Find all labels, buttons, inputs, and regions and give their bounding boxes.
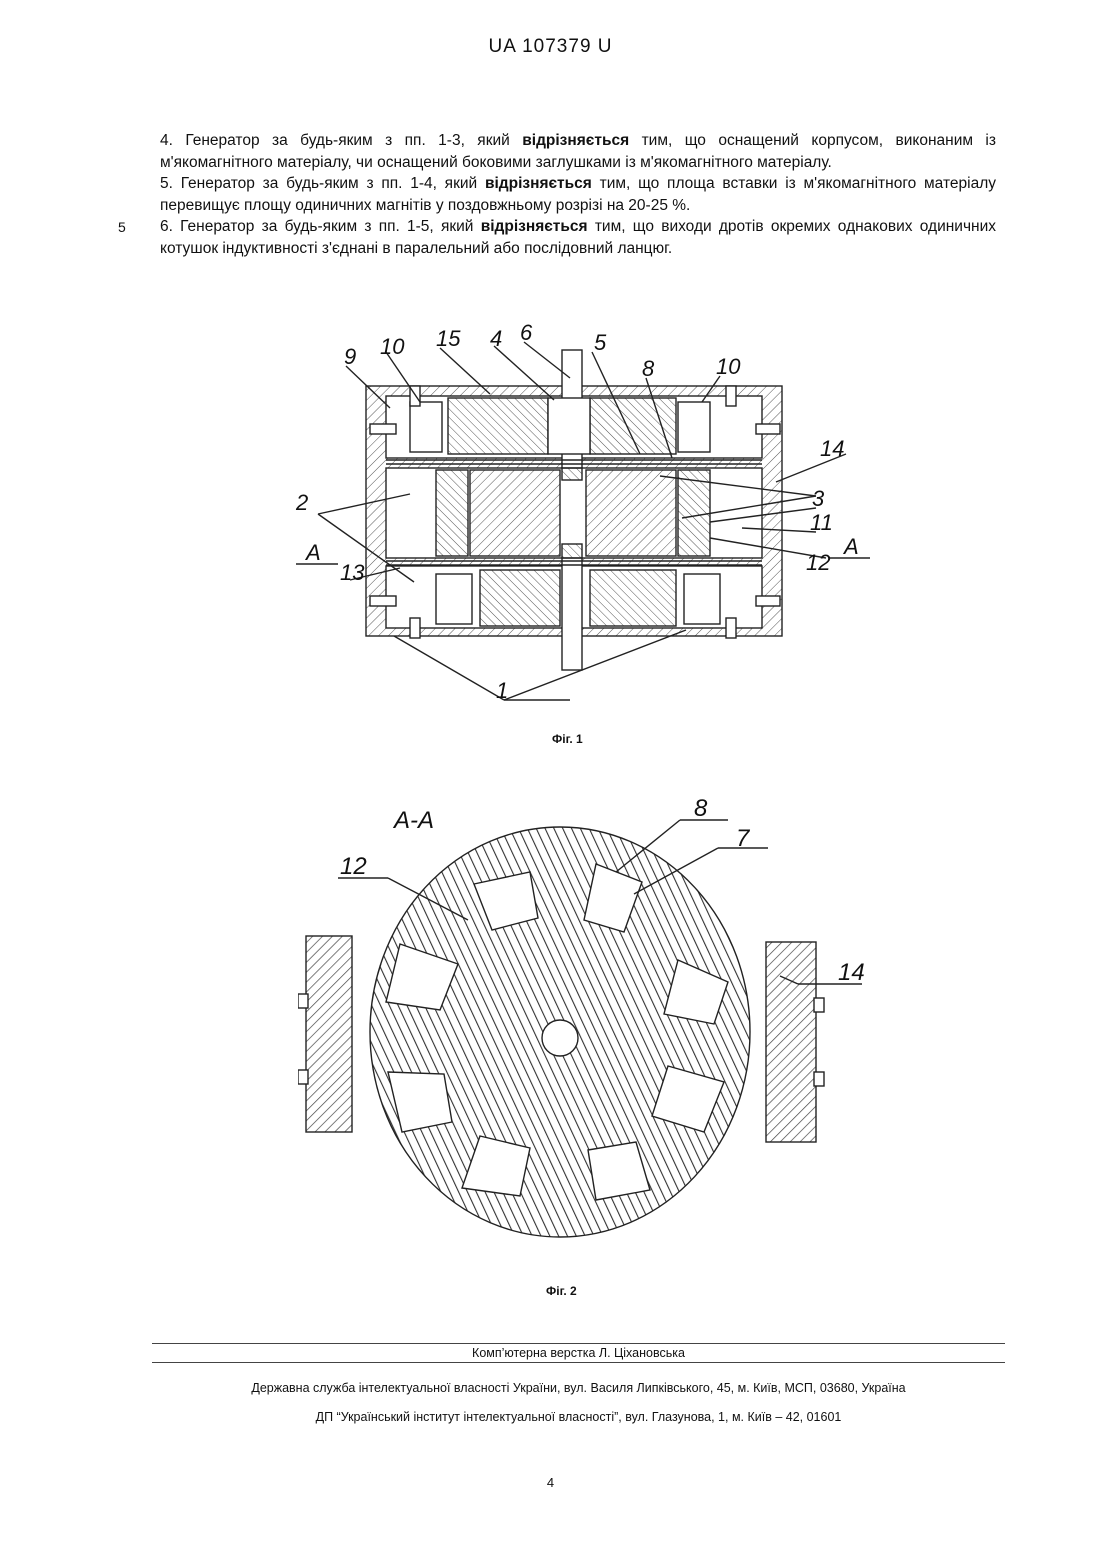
fig1-label-13: 13 [340, 560, 365, 585]
fig1-label-12: 12 [806, 550, 830, 575]
fig1-label-1: 1 [496, 678, 508, 703]
fig1-label-14: 14 [820, 436, 844, 461]
claim-5: 5. Генератор за будь-яким з пп. 1-4, яки… [160, 173, 996, 216]
claim-6: 6. Генератор за будь-яким з пп. 1-5, яки… [160, 216, 996, 259]
fig1-label-a-left: A [304, 540, 321, 565]
fig1-label-10-left: 10 [380, 334, 405, 359]
fig1-label-11: 11 [810, 510, 833, 535]
fig1-label-9: 9 [344, 344, 356, 369]
footer-institute: ДП “Український інститут інтелектуальної… [152, 1410, 1005, 1424]
fig1-label-4: 4 [490, 326, 502, 351]
patent-number-header: UA 107379 U [0, 36, 1101, 58]
fig2-label-7: 7 [736, 825, 751, 852]
line-number: 5 [118, 219, 126, 235]
fig1-label-a-right: A [842, 534, 859, 559]
footer-agency: Державна служба інтелектуальної власност… [152, 1381, 1005, 1395]
fig1-label-6: 6 [520, 320, 533, 345]
footer-layout-credit: Комп’ютерна верстка Л. Ціхановська [152, 1346, 1005, 1360]
fig2-label-14: 14 [838, 959, 865, 986]
footer-rule-top [152, 1343, 1005, 1344]
figure-1-drawing: 9 10 15 4 6 5 8 10 14 2 3 11 12 A A 13 1 [290, 318, 880, 708]
claim-4: 4. Генератор за будь-яким з пп. 1-3, яки… [160, 130, 996, 173]
claims-block: 4. Генератор за будь-яким з пп. 1-3, яки… [160, 130, 996, 259]
fig1-label-3: 3 [812, 486, 825, 511]
fig2-label-8: 8 [694, 795, 708, 822]
fig1-label-5: 5 [594, 330, 607, 355]
footer-rule-middle [152, 1362, 1005, 1363]
page-number: 4 [0, 1475, 1101, 1490]
fig1-label-10-right: 10 [716, 354, 741, 379]
fig2-label-section: A-A [392, 807, 434, 834]
fig1-label-8: 8 [642, 356, 655, 381]
fig2-label-12: 12 [340, 853, 367, 880]
fig1-label-2: 2 [295, 490, 308, 515]
figure-2-drawing: A-A 12 8 7 14 [298, 792, 878, 1252]
figure-1-caption: Фіг. 1 [552, 732, 583, 746]
fig1-label-15: 15 [436, 326, 461, 351]
figure-2-caption: Фіг. 2 [546, 1284, 577, 1298]
